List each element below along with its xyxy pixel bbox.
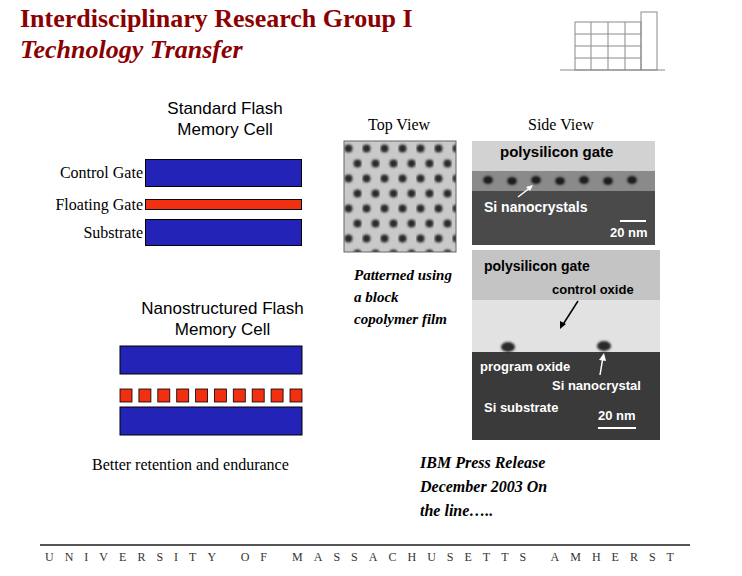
- nanocrystal-square: [233, 389, 245, 402]
- micrograph-label: polysilicon gate: [484, 258, 590, 275]
- nanocrystal-dot: [579, 176, 589, 184]
- ground-line: [560, 70, 665, 71]
- scale-label: 20 nm: [598, 408, 636, 424]
- nanocrystal-dot: [597, 341, 611, 351]
- building-outline: [575, 22, 641, 70]
- floating-gate-layer: Floating Gate: [145, 199, 302, 210]
- nanocrystal-dot: [501, 342, 515, 352]
- process-note: Patterned using a block copolymer film: [354, 264, 456, 330]
- substrate-bar: [120, 407, 302, 435]
- side-view-micrograph: [472, 141, 655, 245]
- benefit-note: Better retention and endurance: [92, 455, 289, 474]
- micrograph-label: control oxide: [552, 282, 634, 298]
- nanocrystal-dot: [531, 176, 541, 184]
- substrate-region: [472, 352, 660, 440]
- micrograph-label: Si nanocrystal: [552, 378, 641, 394]
- nanocrystal-square: [196, 389, 208, 402]
- footer-rule: [40, 544, 690, 546]
- scale-bar: [620, 220, 646, 222]
- nanocrystal-dot: [555, 177, 565, 185]
- slide-subtitle: Technology Transfer: [20, 34, 243, 65]
- oxide-band: [472, 171, 655, 191]
- nanocrystal-dots: [501, 341, 611, 352]
- micrograph-label: program oxide: [480, 359, 570, 375]
- control-gate-bar: [120, 346, 302, 374]
- nanocrystal-dots: [483, 176, 637, 185]
- slide-title: Interdisciplinary Research Group I: [20, 4, 413, 34]
- layer-label: Control Gate: [60, 164, 143, 182]
- side-view-micrograph: [472, 250, 660, 440]
- footer-text: UNIVERSITY OF MASSACHUSETTS AMHERST: [45, 550, 685, 564]
- leader-line: [562, 301, 578, 326]
- micrograph-label: Si nanocrystals: [484, 199, 588, 216]
- leader-arrowhead: [560, 321, 566, 329]
- nanocrystal-square: [177, 389, 189, 402]
- nanocrystal-square: [290, 389, 302, 402]
- nanocrystal-square: [120, 389, 132, 402]
- leader-arrowhead: [599, 353, 606, 361]
- view-heading: Side View: [528, 115, 594, 134]
- building-tower: [641, 12, 657, 70]
- nanocrystal-row: [120, 389, 302, 402]
- nanocrystal-dot: [507, 177, 517, 185]
- nanocrystal-dot: [483, 176, 493, 184]
- polysilicon-region: [472, 141, 655, 171]
- window-line: [625, 22, 626, 70]
- substrate-layer: Substrate: [145, 219, 302, 246]
- leader-arrowhead: [526, 185, 533, 191]
- nanocrystal-square: [139, 389, 151, 402]
- top-view-micrograph: [344, 141, 456, 252]
- window-line: [608, 22, 609, 70]
- window-line: [591, 22, 592, 70]
- layer-label: Floating Gate: [55, 196, 143, 214]
- nanocrystal-square: [252, 389, 264, 402]
- cell-heading: Standard Flash Memory Cell: [140, 98, 310, 140]
- micrograph-label: polysilicon gate: [500, 143, 613, 161]
- micrograph-label: Si substrate: [484, 400, 558, 416]
- control-oxide-region: [472, 300, 660, 352]
- cell-heading: Nanostructured Flash Memory Cell: [115, 298, 330, 340]
- nanocrystal-square: [271, 389, 283, 402]
- scale-bar: [598, 427, 636, 429]
- scale-label: 20 nm: [610, 225, 648, 241]
- view-heading: Top View: [368, 115, 430, 134]
- press-note: IBM Press Release December 2003 On the l…: [420, 451, 565, 523]
- nanocrystal-dot: [627, 176, 637, 184]
- polysilicon-region: [472, 250, 660, 300]
- control-gate-layer: Control Gate: [145, 159, 302, 187]
- layer-label: Substrate: [83, 224, 143, 242]
- building-icon: [560, 12, 665, 70]
- nanocrystal-square: [158, 389, 170, 402]
- nanocrystal-square: [214, 389, 226, 402]
- substrate-region: [472, 191, 655, 245]
- nanocrystal-dot: [603, 177, 613, 185]
